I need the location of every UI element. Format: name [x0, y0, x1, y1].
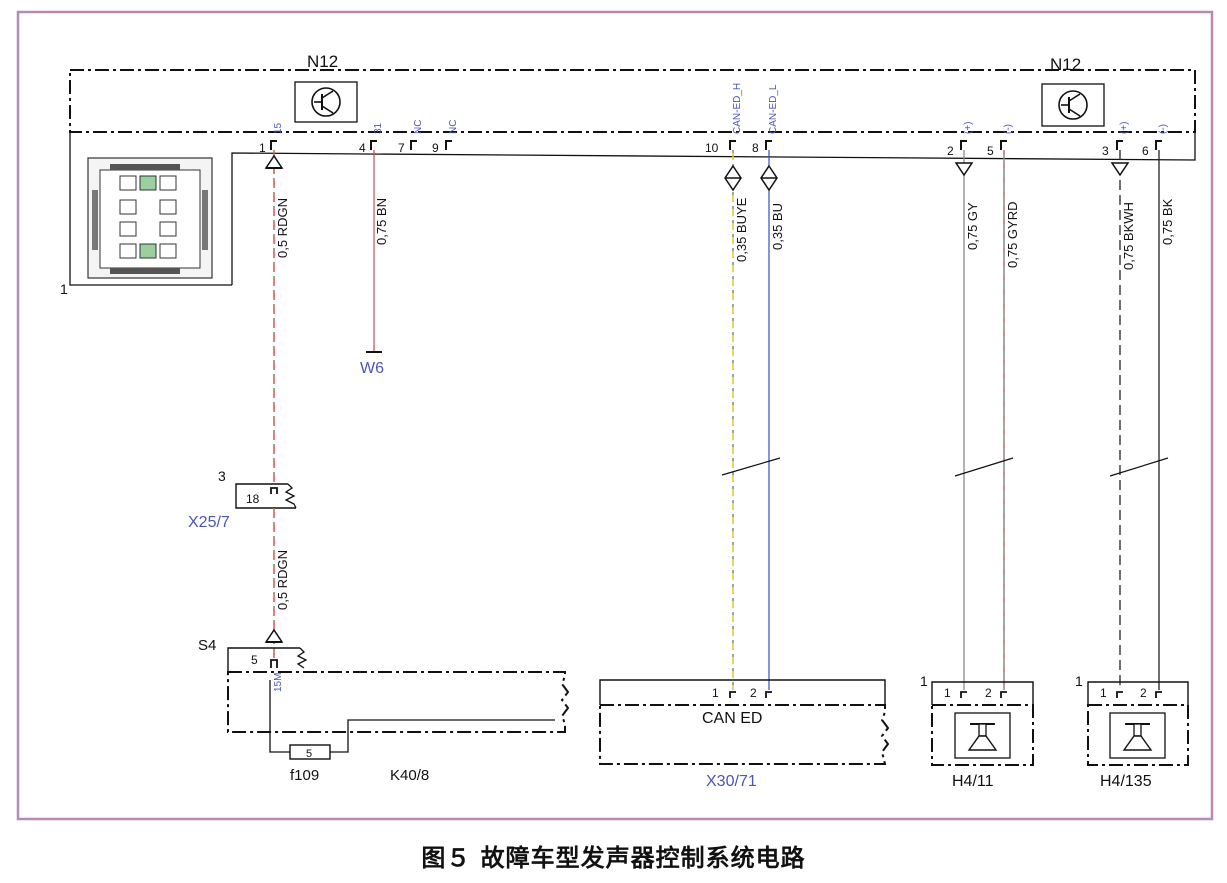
transistor-icon-right: [1041, 83, 1105, 127]
pin-name-minus-6: (-): [1158, 124, 1169, 134]
fuse-circuit: [269, 680, 555, 753]
h4-135-ref: 1: [1075, 673, 1083, 689]
wire-label-rdgn-2: 0,5 RDGN: [275, 550, 290, 610]
horn-icon-h4-11: [954, 712, 1011, 759]
connector-ref-label: 1: [60, 281, 68, 297]
wire-rdgn-upper: [264, 150, 284, 485]
diagram-frame: [16, 10, 1214, 821]
pin-name-plus-2: (+): [963, 122, 974, 135]
h4-11-label: H4/11: [952, 773, 994, 790]
transistor-icon-left: [294, 81, 358, 123]
h4-135-pin-2: 2: [1140, 686, 1147, 700]
wire-rdgn-lower: [264, 508, 284, 660]
x25-connector-bracket: [235, 483, 296, 509]
k40-module-box: [227, 671, 570, 733]
pin-name-31: 31: [373, 122, 384, 134]
fuse-number: 5: [306, 748, 312, 760]
pin-name-15: 15: [273, 122, 284, 134]
pin-number-7: 7: [398, 141, 405, 155]
fuse-icon: [289, 744, 331, 760]
h4-135-module-box: [1087, 704, 1189, 766]
h4-11-pin1-terminal: [960, 691, 967, 698]
wire-label-bkwh: 0,75 BKWH: [1121, 202, 1136, 270]
connector-pictogram-icon: [87, 157, 213, 279]
x25-pin-number: 18: [246, 492, 260, 506]
can-ed-module-box: [599, 704, 890, 765]
can-ed-label: CAN ED: [702, 710, 762, 727]
twisted-pair-mark-h1: [954, 457, 1014, 477]
pin-name-nc-9: NC: [448, 120, 459, 134]
s4-pin-name: 15M: [273, 673, 284, 692]
w6-label: W6: [360, 360, 384, 377]
pin-number-3: 3: [1102, 144, 1109, 158]
pin-number-1: 1: [259, 141, 266, 155]
pin-name-can-l: CAN-ED_L: [768, 84, 779, 134]
h4-135-pin2-terminal: [1155, 691, 1162, 698]
can-pin-2: 2: [750, 686, 757, 700]
pin-number-10: 10: [705, 141, 719, 155]
wire-label-bn: 0,75 BN: [374, 198, 389, 245]
horn-icon-h4-135: [1109, 712, 1166, 759]
can-pin2-terminal: [765, 691, 772, 698]
s4-pin-terminal: [270, 659, 278, 668]
pin-name-minus-5: (-): [1003, 124, 1014, 134]
pin-terminals: [270, 140, 1162, 150]
twisted-pair-mark-h2: [1109, 457, 1169, 477]
can-pin1-terminal: [729, 691, 736, 698]
h4-11-connector-outline: [931, 681, 1034, 705]
h4-11-pin2-terminal: [1000, 691, 1007, 698]
x30-label: X30/71: [706, 773, 757, 790]
h4-135-label: H4/135: [1100, 773, 1152, 790]
x25-pin-terminal: [270, 487, 278, 494]
x25-ref-label: 3: [218, 468, 226, 484]
n12-module-box: [69, 69, 1196, 133]
wire-label-gyrd: 0,75 GYRD: [1005, 202, 1020, 268]
pin-name-nc-7: NC: [413, 120, 424, 134]
pin-number-8: 8: [752, 141, 759, 155]
horn1-plus-triangle: [954, 162, 974, 177]
wire-label-bu: 0,35 BU: [770, 203, 785, 250]
can-pin-1: 1: [712, 686, 719, 700]
n12-right-label: N12: [1050, 55, 1081, 74]
s4-connector-bracket: [227, 647, 300, 672]
pin-name-can-h: CAN-ED_H: [732, 83, 743, 134]
h4-135-pin-1: 1: [1100, 686, 1107, 700]
connector-outline: [69, 132, 232, 286]
pin-number-5: 5: [987, 144, 994, 158]
s4-label: S4: [198, 637, 216, 654]
horn2-plus-triangle: [1110, 162, 1130, 177]
wire-label-rdgn-1: 0,5 RDGN: [275, 198, 290, 258]
s4-resistor-icon: [296, 647, 308, 669]
h4-11-ref: 1: [920, 673, 928, 689]
wire-label-buye: 0,35 BUYE: [734, 197, 749, 262]
twisted-pair-mark-can: [721, 457, 781, 476]
h4-11-pin-1: 1: [944, 686, 951, 700]
x25-label: X25/7: [188, 514, 230, 531]
can-connector-diamonds: [724, 164, 778, 192]
wire-label-gy: 0,75 GY: [965, 202, 980, 250]
f109-label: f109: [290, 767, 319, 784]
wire-label-bk: 0,75 BK: [1160, 198, 1175, 245]
x25-resistor-icon: [284, 483, 297, 509]
pin-number-2: 2: [947, 144, 954, 158]
pin-number-9: 9: [432, 141, 439, 155]
pin-number-4: 4: [359, 141, 366, 155]
k40-label: K40/8: [390, 767, 429, 784]
n12-bus-line: [231, 132, 1196, 285]
pin-name-plus-3: (+): [1119, 122, 1130, 135]
figure-caption: 图５ 故障车型发声器控制系统电路: [421, 844, 806, 872]
h4-135-connector-outline: [1087, 681, 1189, 705]
pin-number-6: 6: [1142, 144, 1149, 158]
h4-11-pin-2: 2: [985, 686, 992, 700]
s4-pin-number: 5: [251, 653, 258, 667]
n12-left-label: N12: [307, 52, 338, 71]
can-ed-connector-outline: [599, 679, 886, 705]
h4-11-module-box: [931, 704, 1034, 766]
h4-135-pin1-terminal: [1116, 691, 1123, 698]
